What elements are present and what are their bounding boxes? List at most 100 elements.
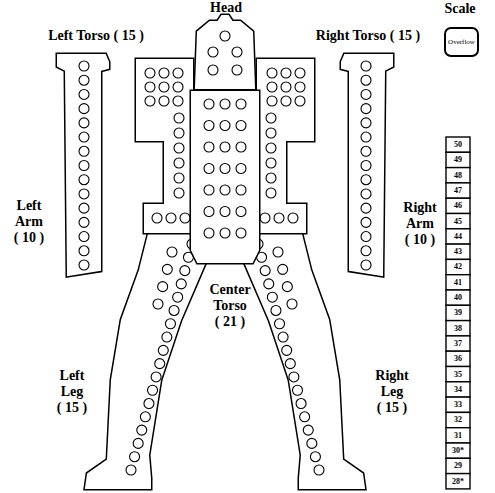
scale-cell (446, 443, 470, 458)
overflow-box: Overflow (444, 27, 479, 57)
scale-cell (446, 183, 470, 198)
part-label: Left Arm ( 10 ) (14, 198, 44, 246)
scale-number: 38 (454, 324, 462, 333)
part-label: Left Leg ( 15 ) (57, 368, 87, 416)
part-label: Scale (444, 1, 475, 17)
armor-dot (79, 61, 89, 71)
armor-dot (174, 158, 184, 168)
part-label: Left Torso ( 15 ) (48, 28, 144, 44)
armor-dot (145, 82, 155, 92)
arm-outline (58, 55, 108, 275)
armor-dot (159, 96, 169, 106)
armor-dot (220, 185, 230, 195)
scale-cell (446, 351, 470, 366)
armor-dot (167, 247, 177, 257)
armor-dot (220, 228, 230, 238)
armor-dot (220, 99, 230, 109)
armor-dot (236, 228, 246, 238)
part-label: Center Torso ( 21 ) (209, 282, 250, 330)
scale-number: 37 (454, 339, 462, 348)
scale-number: 40 (454, 293, 462, 302)
armor-dot (232, 47, 242, 57)
armor-dot (180, 266, 190, 276)
armor-dot (204, 142, 214, 152)
armor-dot (236, 121, 246, 131)
scale-number: 46 (454, 201, 462, 210)
scale-number: 32 (454, 415, 462, 424)
armor-dot (176, 279, 186, 289)
armor-dot (145, 96, 155, 106)
scale-number: 36 (454, 354, 462, 363)
armor-dot (204, 185, 214, 195)
scale-cell (446, 290, 470, 305)
armor-dot (126, 465, 136, 475)
armor-dot (79, 161, 89, 171)
armor-dot (236, 207, 246, 217)
armor-dot (173, 82, 183, 92)
scale-cell (446, 321, 470, 336)
armor-dot (236, 99, 246, 109)
scale-cell (446, 244, 470, 259)
armor-dot (79, 203, 89, 213)
armor-dot (220, 31, 230, 41)
scale-cell (446, 412, 470, 427)
scale-number: 31 (454, 431, 462, 440)
armor-dot (79, 118, 89, 128)
scale-number: 34 (454, 385, 462, 394)
armor-dot (173, 292, 183, 302)
head-outline (196, 16, 254, 88)
scale-number: 42 (454, 262, 462, 271)
armor-dot (140, 412, 150, 422)
armor-dot (152, 213, 162, 223)
scale-number: 33 (454, 400, 462, 409)
scale-cell (446, 137, 470, 152)
scale-cell (446, 474, 470, 489)
armor-dot (204, 164, 214, 174)
scale-number: 29 (454, 461, 462, 470)
scale-number: 28* (452, 477, 464, 486)
armor-dot (159, 68, 169, 78)
leg-outline (235, 230, 364, 488)
armor-dot (236, 142, 246, 152)
scale-number: 49 (454, 155, 462, 164)
armor-dot (162, 332, 172, 342)
scale-number: 30* (452, 446, 464, 455)
scale-number: 50 (454, 140, 462, 149)
box-label: Overflow (448, 38, 475, 46)
scale-cell (446, 458, 470, 473)
scale-cell (446, 214, 470, 229)
armor-dot (174, 188, 184, 198)
armor-dot (159, 82, 169, 92)
armor-dot (133, 438, 143, 448)
armor-dot (79, 104, 89, 114)
armor-dot (232, 65, 242, 75)
scale-cell (446, 397, 470, 412)
scale-number: 45 (454, 217, 462, 226)
armor-dot (162, 264, 172, 274)
armor-dot (220, 164, 230, 174)
scale-cell (446, 428, 470, 443)
armor-dot (155, 359, 165, 369)
armor-dot (79, 260, 89, 270)
armor-dot (79, 246, 89, 256)
armor-dot (204, 228, 214, 238)
scale-cell (446, 382, 470, 397)
scale-cell (446, 259, 470, 274)
armor-dot (236, 164, 246, 174)
part-label: Right Leg ( 15 ) (375, 368, 408, 416)
armor-dot (180, 213, 190, 223)
scale-number: 47 (454, 186, 462, 195)
scale-cell (446, 336, 470, 351)
arm-outline (342, 55, 392, 275)
armor-dot (173, 96, 183, 106)
armor-dot (165, 319, 175, 329)
scale-number: 48 (454, 171, 462, 180)
armor-dot (153, 299, 163, 309)
part-label: Head (210, 0, 242, 16)
scale-cell (446, 198, 470, 213)
armor-dot (208, 65, 218, 75)
armor-dot (174, 113, 184, 123)
armor-dot (204, 121, 214, 131)
leg-outline (86, 230, 215, 488)
scale-number: 41 (454, 278, 462, 287)
